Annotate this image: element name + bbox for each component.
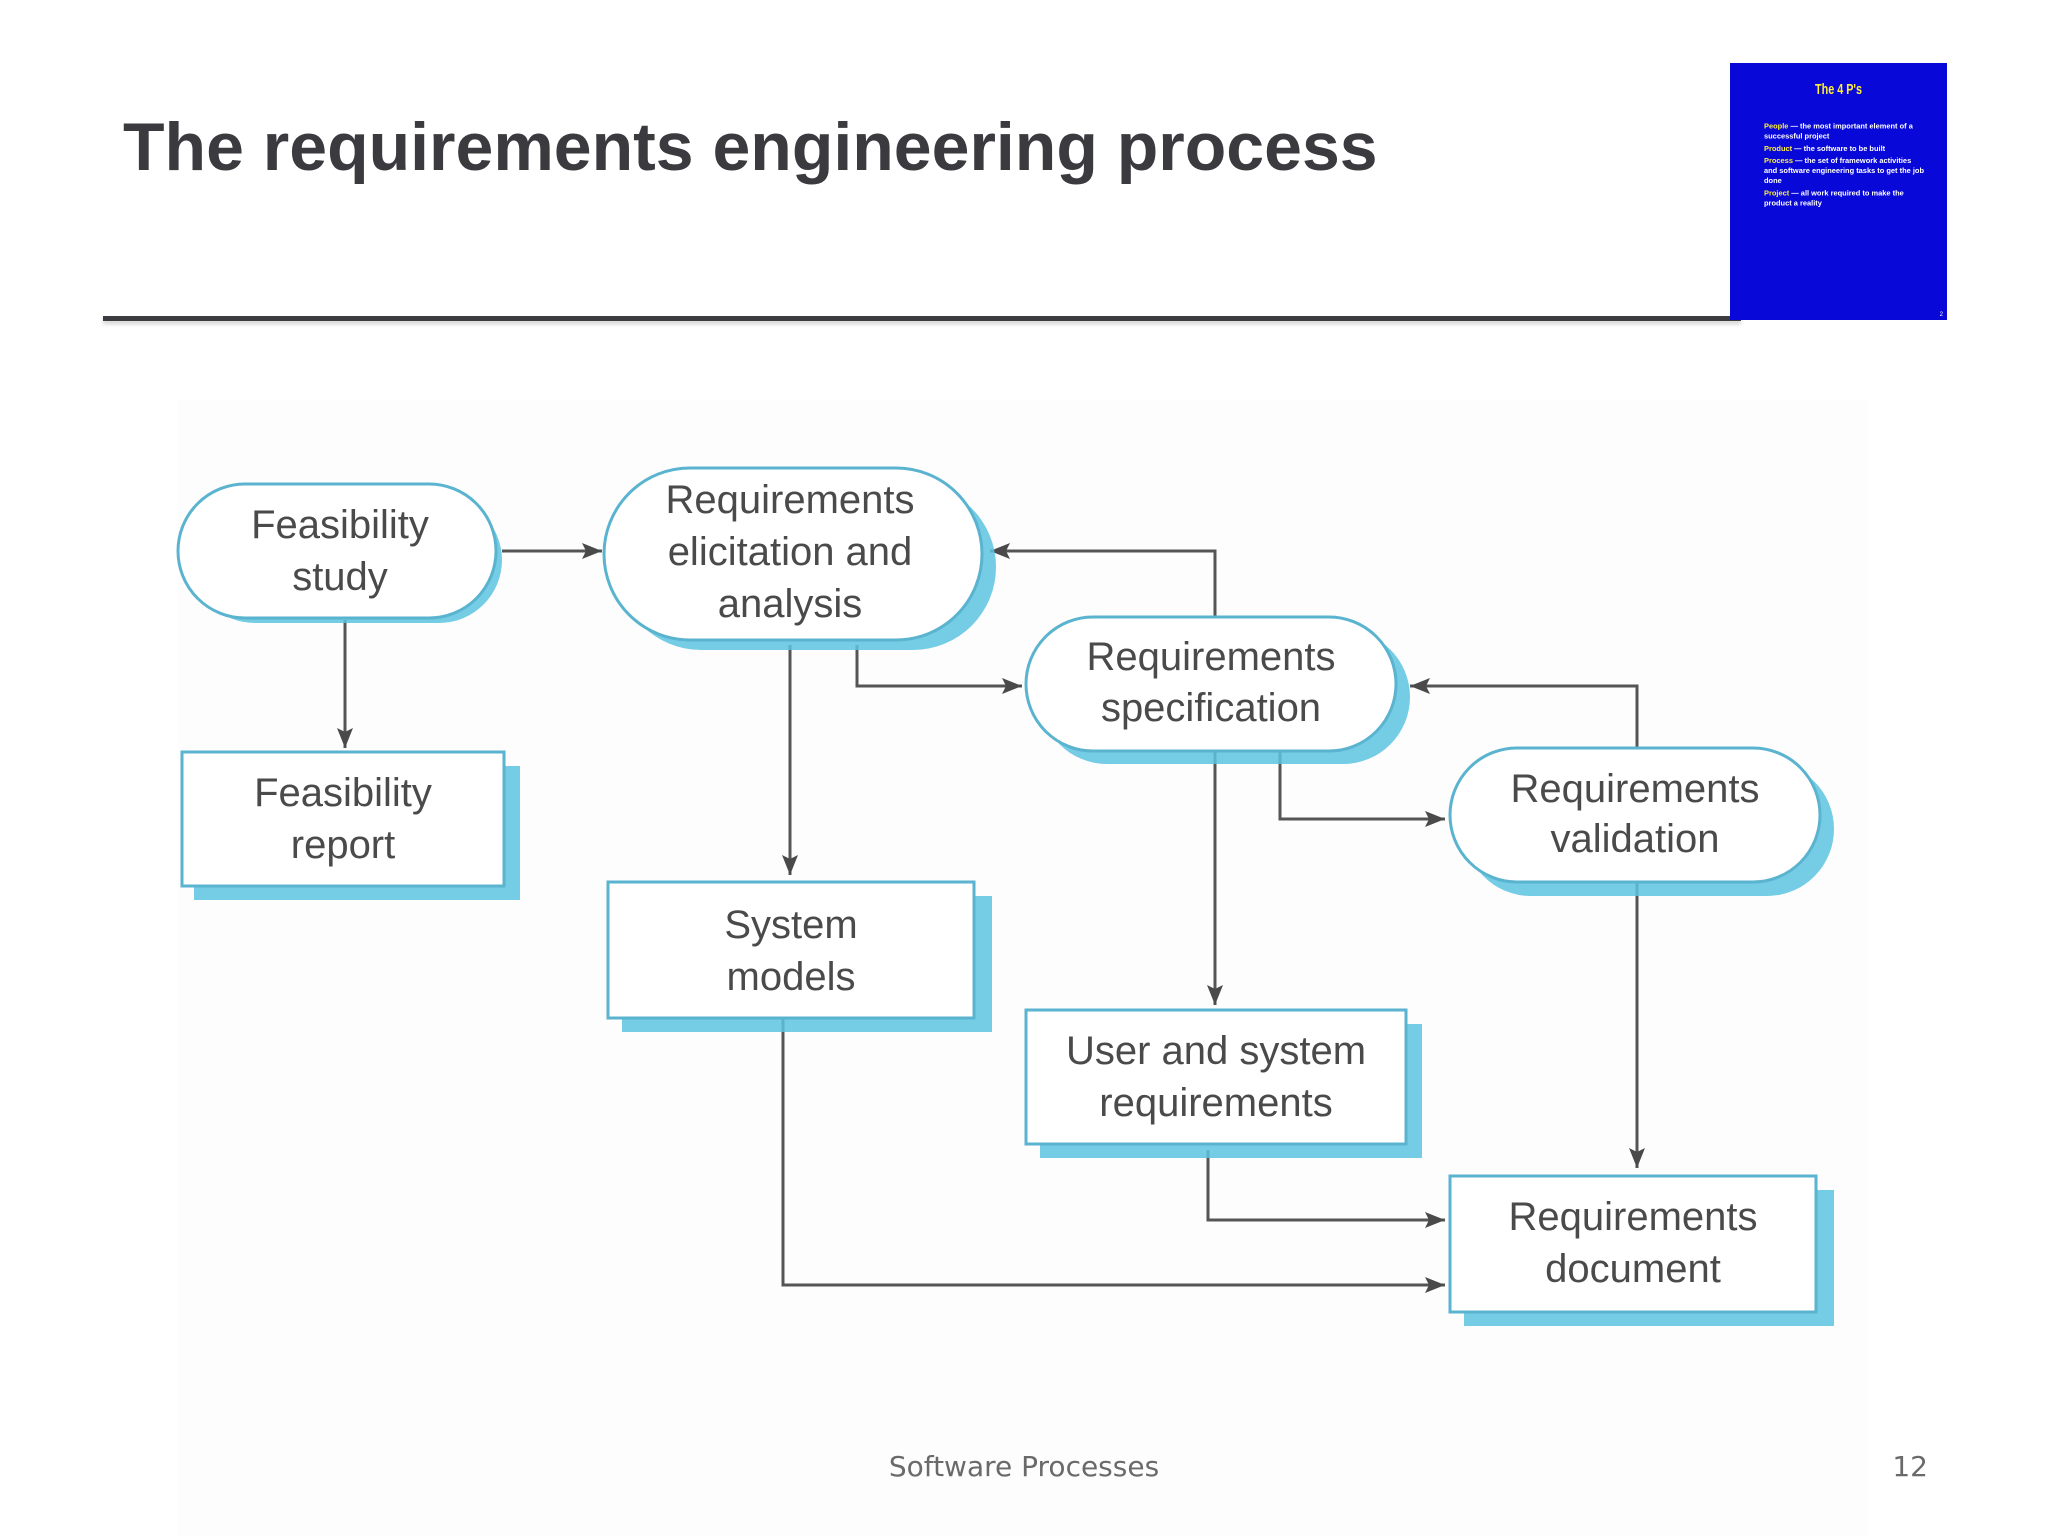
node-label: Requirements: [1510, 767, 1759, 811]
node-box: [602, 466, 984, 642]
arrow-user-req-to-document: [1206, 1150, 1445, 1228]
node-label: System: [724, 903, 857, 947]
node-label: Feasibility: [254, 771, 432, 815]
node-feasibility-report: Feasibility report: [180, 750, 520, 900]
node-label: Requirements: [665, 478, 914, 522]
node-label: elicitation and: [668, 530, 913, 574]
node-feasibility-study: Feasibility study: [176, 482, 502, 623]
node-label: Requirements: [1086, 635, 1335, 679]
thumbnail-bullet: People — the most important element of a…: [1764, 121, 1913, 141]
node-box: [1448, 746, 1822, 884]
slide-footer: Software Processes: [888, 1450, 1160, 1483]
node-requirements-elicitation: Requirements elicitation and analysis: [602, 466, 996, 650]
node-label: requirements: [1099, 1081, 1332, 1125]
node-label: specification: [1101, 686, 1321, 730]
node-label: validation: [1550, 817, 1719, 861]
thumbnail-bullets: People — the most important element of a…: [1764, 121, 1925, 210]
node-label: study: [292, 555, 388, 599]
page-number: 12: [1892, 1450, 1928, 1483]
node-box: [1448, 1174, 1818, 1314]
node-requirements-document: Requirements document: [1448, 1174, 1834, 1326]
node-label: models: [727, 955, 856, 999]
node-label: report: [291, 823, 396, 867]
node-box: [180, 750, 506, 888]
node-box: [606, 880, 976, 1020]
node-system-models: System models: [606, 880, 992, 1032]
arrow-specification-feedback: [990, 543, 1217, 617]
node-label: analysis: [718, 582, 863, 626]
thumbnail-title: The 4 P's: [1814, 81, 1862, 98]
arrow-models-to-document: [781, 1018, 1445, 1293]
node-requirements-validation: Requirements validation: [1448, 746, 1834, 896]
thumbnail-bullet: Product — the software to be built: [1764, 143, 1886, 153]
node-box: [1024, 615, 1398, 753]
title-divider: [103, 316, 1741, 321]
node-requirements-specification: Requirements specification: [1024, 615, 1410, 764]
node-box: [1024, 1008, 1408, 1146]
arrow-specification-to-validation: [1278, 750, 1445, 827]
node-user-system-requirements: User and system requirements: [1024, 1008, 1422, 1158]
arrow-validation-feedback: [1410, 678, 1639, 748]
node-label: Feasibility: [251, 503, 429, 547]
connectors: [337, 543, 1645, 1293]
node-label: User and system: [1066, 1029, 1366, 1073]
arrow-elicitation-to-specification: [855, 645, 1022, 694]
thumbnail-bullet: Project — all work required to make the …: [1764, 188, 1904, 208]
node-label: document: [1545, 1247, 1721, 1291]
slide-thumbnail[interactable]: The 4 P's People — the most important el…: [1730, 63, 1947, 320]
thumbnail-slide-number: 2: [1939, 312, 1943, 318]
node-box: [176, 482, 498, 620]
node-label: Requirements: [1508, 1195, 1757, 1239]
thumbnail-bullet: Process — the set of framework activitie…: [1764, 156, 1924, 185]
slide-title: The requirements engineering process: [123, 109, 1378, 185]
